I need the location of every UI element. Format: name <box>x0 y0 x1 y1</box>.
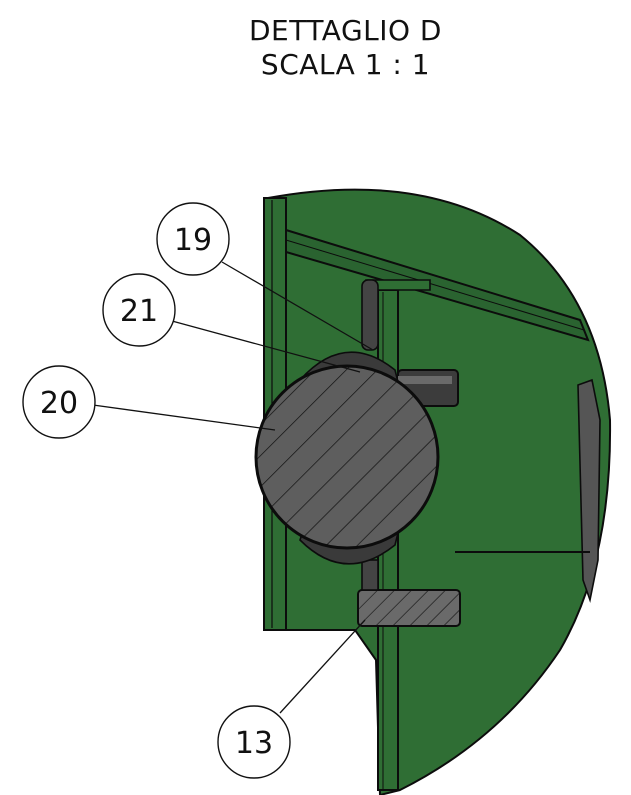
balloon-19: 19 <box>156 202 230 276</box>
balloon-20: 20 <box>22 365 96 439</box>
diagonal-beam <box>285 228 590 342</box>
leader-19 <box>221 261 374 351</box>
balloon-20-label: 20 <box>40 386 78 421</box>
balloon-13-label: 13 <box>235 726 273 761</box>
leader-21 <box>171 320 361 373</box>
balloon-19-label: 19 <box>174 223 212 258</box>
detail-region <box>263 188 612 795</box>
balloon-21-label: 21 <box>120 294 158 329</box>
lower-pin <box>357 589 461 627</box>
sphere-section <box>254 364 440 550</box>
leader-20 <box>92 404 276 431</box>
detail-scale: SCALA 1 : 1 <box>260 48 431 81</box>
side-rib <box>577 378 601 604</box>
leader-13 <box>279 619 366 714</box>
detail-title: DETTAGLIO D <box>248 14 442 47</box>
balloon-13: 13 <box>217 705 291 779</box>
balloon-21: 21 <box>102 273 176 347</box>
